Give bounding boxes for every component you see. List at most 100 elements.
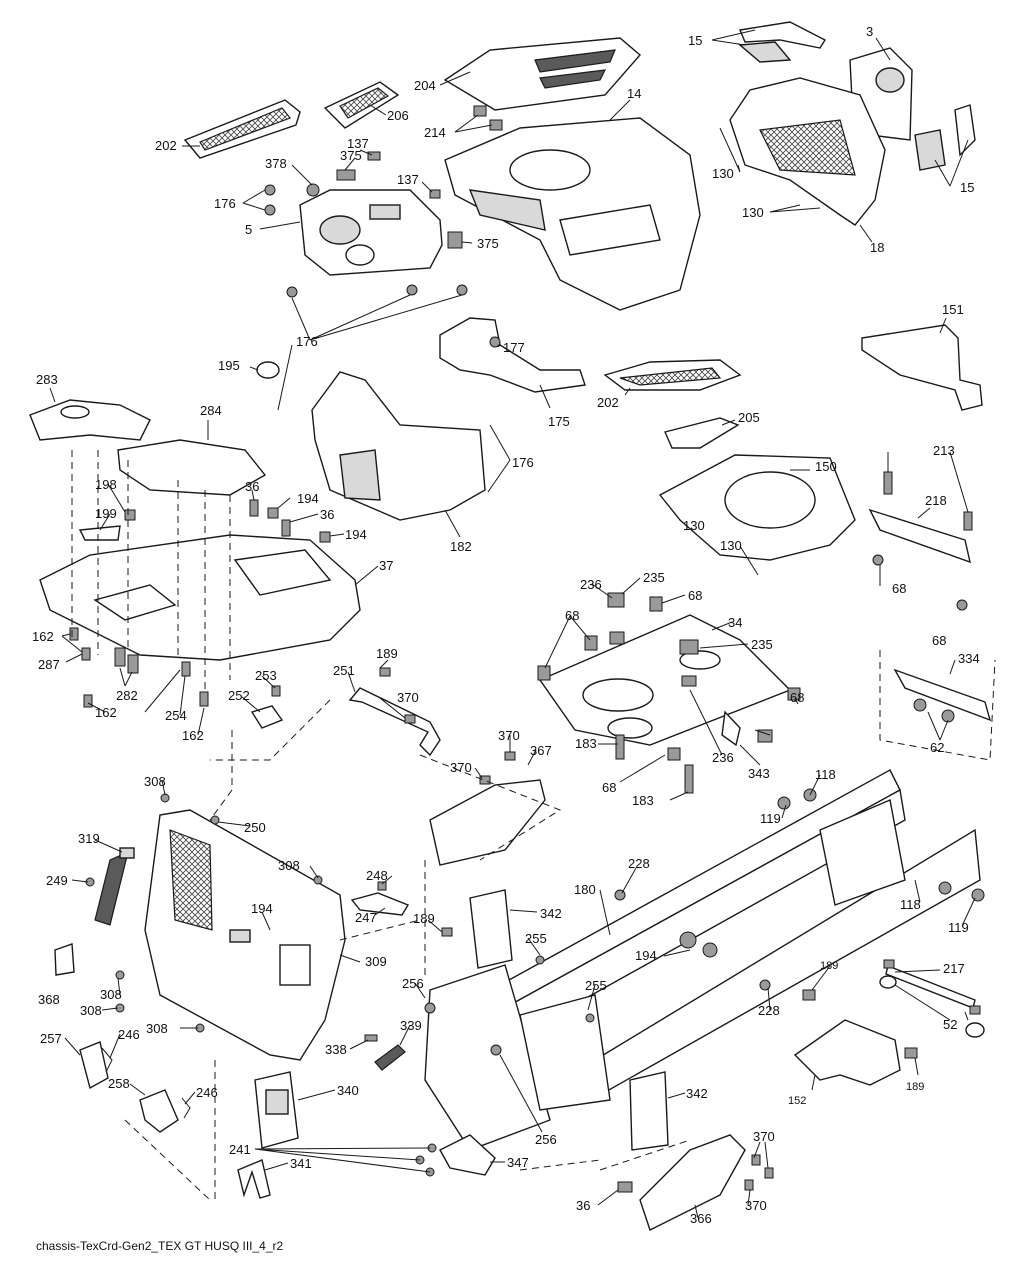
callout-182: 182: [450, 539, 472, 554]
headlight-covers-15: [738, 21, 976, 171]
callout-370: 370: [397, 690, 419, 705]
callout-338: 338: [325, 1042, 347, 1057]
fender-deck-37: [39, 534, 361, 661]
callout-255: 255: [585, 978, 607, 993]
bracket-257: [79, 1041, 113, 1090]
pad-368: [54, 943, 75, 976]
callout-250: 250: [244, 820, 266, 835]
callout-367: 367: [530, 743, 552, 758]
callout-150: 150: [815, 459, 837, 474]
callout-284: 284: [200, 403, 222, 418]
callout-309: 309: [365, 954, 387, 969]
callout-68: 68: [892, 581, 906, 596]
front-grille-18: [729, 77, 886, 226]
callout-3: 3: [866, 24, 873, 39]
callout-334: 334: [958, 651, 980, 666]
bracket-258: [139, 1089, 191, 1133]
callout-256: 256: [535, 1132, 557, 1147]
callout-247: 247: [355, 910, 377, 925]
callout-152: 152: [788, 1095, 806, 1107]
callout-368: 368: [38, 992, 60, 1007]
callout-189: 189: [376, 646, 398, 661]
callout-308: 308: [80, 1003, 102, 1018]
callout-287: 287: [38, 657, 60, 672]
hardware-235-236-68-183: [537, 592, 801, 794]
callout-176: 176: [214, 196, 236, 211]
callout-218: 218: [925, 493, 947, 508]
callout-228: 228: [628, 856, 650, 871]
callout-34: 34: [728, 615, 742, 630]
callout-151: 151: [942, 302, 964, 317]
callout-308: 308: [146, 1021, 168, 1036]
callout-183: 183: [632, 793, 654, 808]
callout-labels: 15 3 204 14 206 202 214 137 375 378 130 …: [32, 24, 980, 1226]
callout-62: 62: [930, 740, 944, 755]
callout-68: 68: [688, 588, 702, 603]
callout-14: 14: [627, 86, 641, 101]
guard-152: [793, 989, 918, 1086]
callout-308: 308: [144, 774, 166, 789]
callout-258: 258: [108, 1076, 130, 1091]
callout-235: 235: [643, 570, 665, 585]
callout-255: 255: [525, 931, 547, 946]
callout-204: 204: [414, 78, 436, 93]
callout-375: 375: [477, 236, 499, 251]
callout-253: 253: [255, 668, 277, 683]
callout-340: 340: [337, 1083, 359, 1098]
callout-36: 36: [576, 1198, 590, 1213]
callout-68: 68: [602, 780, 616, 795]
bracket-366: [617, 1134, 774, 1231]
hardware-36-194-198-199: [69, 499, 331, 708]
callout-119: 119: [760, 811, 781, 826]
pedal-319: [94, 847, 135, 926]
cap-195: [256, 361, 280, 379]
callout-118: 118: [900, 897, 921, 912]
callout-339: 339: [400, 1018, 422, 1033]
callout-319: 319: [78, 831, 100, 846]
callout-130: 130: [720, 538, 742, 553]
callout-175: 175: [548, 414, 570, 429]
callout-176: 176: [512, 455, 534, 470]
callout-194: 194: [251, 901, 273, 916]
fender-283: [29, 399, 151, 441]
callout-308: 308: [100, 987, 122, 1002]
hardware-308-249-250: [85, 793, 323, 1033]
callout-347: 347: [507, 1155, 529, 1170]
callout-206: 206: [387, 108, 409, 123]
callout-162: 162: [95, 705, 117, 720]
callout-162: 162: [32, 629, 54, 644]
main-frame-180: [424, 769, 981, 1151]
hood-grille-204: [443, 37, 641, 111]
callout-252: 252: [228, 688, 250, 703]
callout-130: 130: [742, 205, 764, 220]
callout-246: 246: [196, 1085, 218, 1100]
callout-248: 248: [366, 868, 388, 883]
bracket-247-248: [350, 881, 410, 916]
bracket-342-upper: [441, 889, 513, 969]
hardware-176-378-375-137: [264, 151, 468, 298]
leader-lines: [49, 29, 976, 1219]
assembly-lines: [71, 450, 996, 1201]
front-shroud-182: [311, 371, 486, 521]
callout-118: 118: [815, 767, 836, 782]
dash-console-5: [299, 189, 443, 276]
callout-282: 282: [116, 688, 138, 703]
bracket-151: [861, 324, 983, 411]
bracket-341: [237, 1159, 271, 1199]
callout-18: 18: [870, 240, 884, 255]
callout-180: 180: [574, 882, 596, 897]
callout-183: 183: [575, 736, 597, 751]
bracket-367: [379, 667, 546, 866]
callout-249: 249: [46, 873, 68, 888]
callout-195: 195: [218, 358, 240, 373]
callout-189: 189: [413, 911, 435, 926]
grille-202: [603, 359, 742, 391]
callout-68: 68: [790, 690, 804, 705]
callout-15: 15: [960, 180, 974, 195]
diagram-caption: chassis-TexCrd-Gen2_TEX GT HUSQ III_4_r2: [36, 1239, 284, 1253]
callout-189: 189: [906, 1081, 924, 1093]
callout-375: 375: [340, 148, 362, 163]
callout-36: 36: [320, 507, 334, 522]
callout-370: 370: [498, 728, 520, 743]
callout-366: 366: [690, 1211, 712, 1226]
